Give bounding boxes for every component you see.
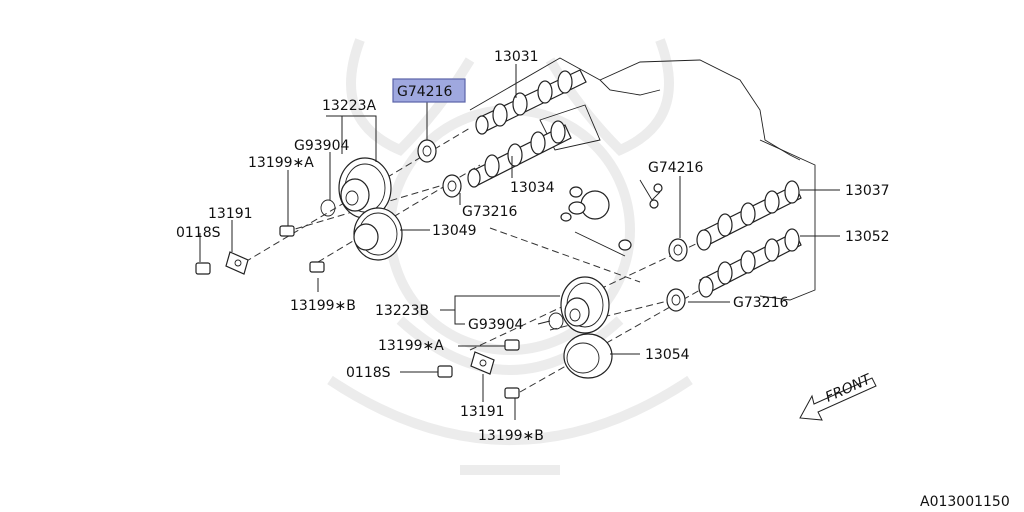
label-13049[interactable]: 13049 bbox=[432, 223, 477, 239]
label-13052[interactable]: 13052 bbox=[845, 229, 890, 245]
sprocket-13223b bbox=[560, 276, 610, 334]
diagram-code: A013001150 bbox=[920, 494, 1010, 510]
label-13191-upper[interactable]: 13191 bbox=[208, 206, 253, 222]
ring-13054 bbox=[563, 333, 613, 379]
lifter-parts bbox=[560, 179, 663, 257]
front-indicator: FRONT bbox=[799, 371, 877, 421]
highlight-box bbox=[392, 78, 466, 103]
camshaft-13037 bbox=[696, 180, 802, 251]
label-0118s-upper[interactable]: 0118S bbox=[176, 225, 221, 241]
seals bbox=[320, 139, 688, 330]
sprocket-13223a bbox=[338, 157, 392, 219]
front-label: FRONT bbox=[823, 371, 875, 406]
label-13223a[interactable]: 13223A bbox=[322, 98, 377, 114]
label-13199a-lower[interactable]: 13199∗A bbox=[378, 338, 444, 354]
label-13191-lower[interactable]: 13191 bbox=[460, 404, 505, 420]
label-13199a-upper[interactable]: 13199∗A bbox=[248, 155, 314, 171]
label-13037[interactable]: 13037 bbox=[845, 183, 890, 199]
label-g73216-right[interactable]: G73216 bbox=[733, 295, 788, 311]
label-g93904-upper[interactable]: G93904 bbox=[294, 138, 349, 154]
label-g74216-right[interactable]: G74216 bbox=[648, 160, 703, 176]
camshaft-13052 bbox=[698, 228, 802, 298]
camshaft-13031 bbox=[475, 69, 587, 135]
label-g73216-upper[interactable]: G73216 bbox=[462, 204, 517, 220]
label-13199b-lower[interactable]: 13199∗B bbox=[478, 428, 544, 444]
leader-lines bbox=[199, 64, 840, 420]
pulley-13049 bbox=[353, 207, 403, 261]
label-13034[interactable]: 13034 bbox=[510, 180, 555, 196]
label-13199b-upper[interactable]: 13199∗B bbox=[290, 298, 356, 314]
bolts-and-plates bbox=[195, 225, 520, 399]
label-0118s-lower[interactable]: 0118S bbox=[346, 365, 391, 381]
label-13054[interactable]: 13054 bbox=[645, 347, 690, 363]
label-13031[interactable]: 13031 bbox=[494, 49, 539, 65]
label-13223b[interactable]: 13223B bbox=[375, 303, 429, 319]
front-arrow-icon bbox=[799, 377, 877, 421]
label-g93904-lower[interactable]: G93904 bbox=[468, 317, 523, 333]
label-g74216-highlighted[interactable]: G74216 bbox=[397, 84, 452, 100]
